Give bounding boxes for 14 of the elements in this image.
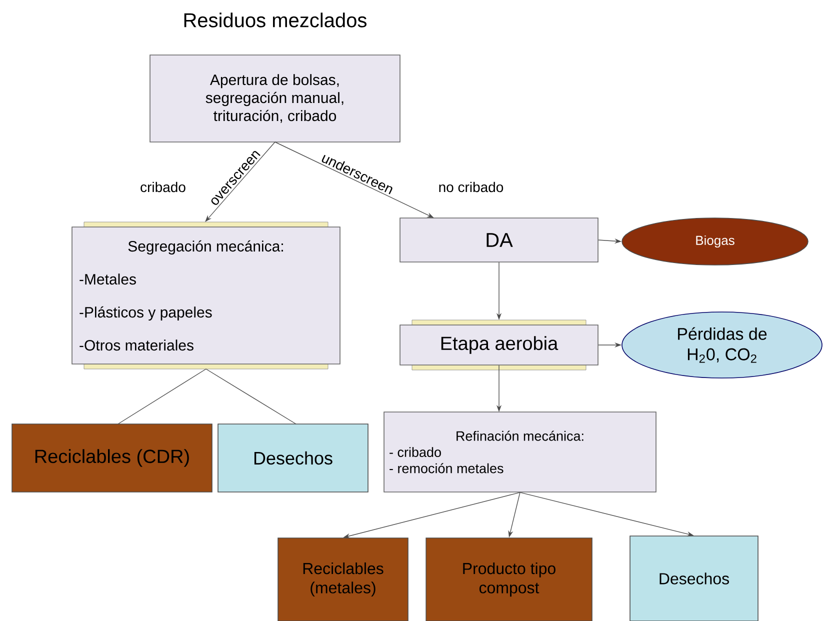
- product-box: Reciclables (CDR): [12, 424, 212, 492]
- note-label: no cribado: [439, 182, 504, 192]
- product-box: Reciclables (metales): [278, 538, 408, 621]
- waste-box: Desechos: [630, 536, 758, 621]
- note-label: cribado: [140, 182, 186, 192]
- waste-box: Desechos: [218, 424, 368, 492]
- title: Residuos mezclados: [184, 12, 366, 28]
- process-box: Etapa aerobia: [400, 320, 598, 370]
- process-box: Apertura de bolsas, segregación manual, trituración, cribado: [150, 54, 400, 142]
- process-box: Segregación mecánica: -Metales -Plásticos y papeles -Otros materiales: [72, 222, 340, 370]
- product-box: Producto tipo compost: [426, 538, 592, 621]
- process-box: DA: [400, 218, 598, 262]
- process-box: Refinación mecánica: - cribado - remoción metales: [384, 412, 656, 492]
- arrow: [205, 142, 276, 222]
